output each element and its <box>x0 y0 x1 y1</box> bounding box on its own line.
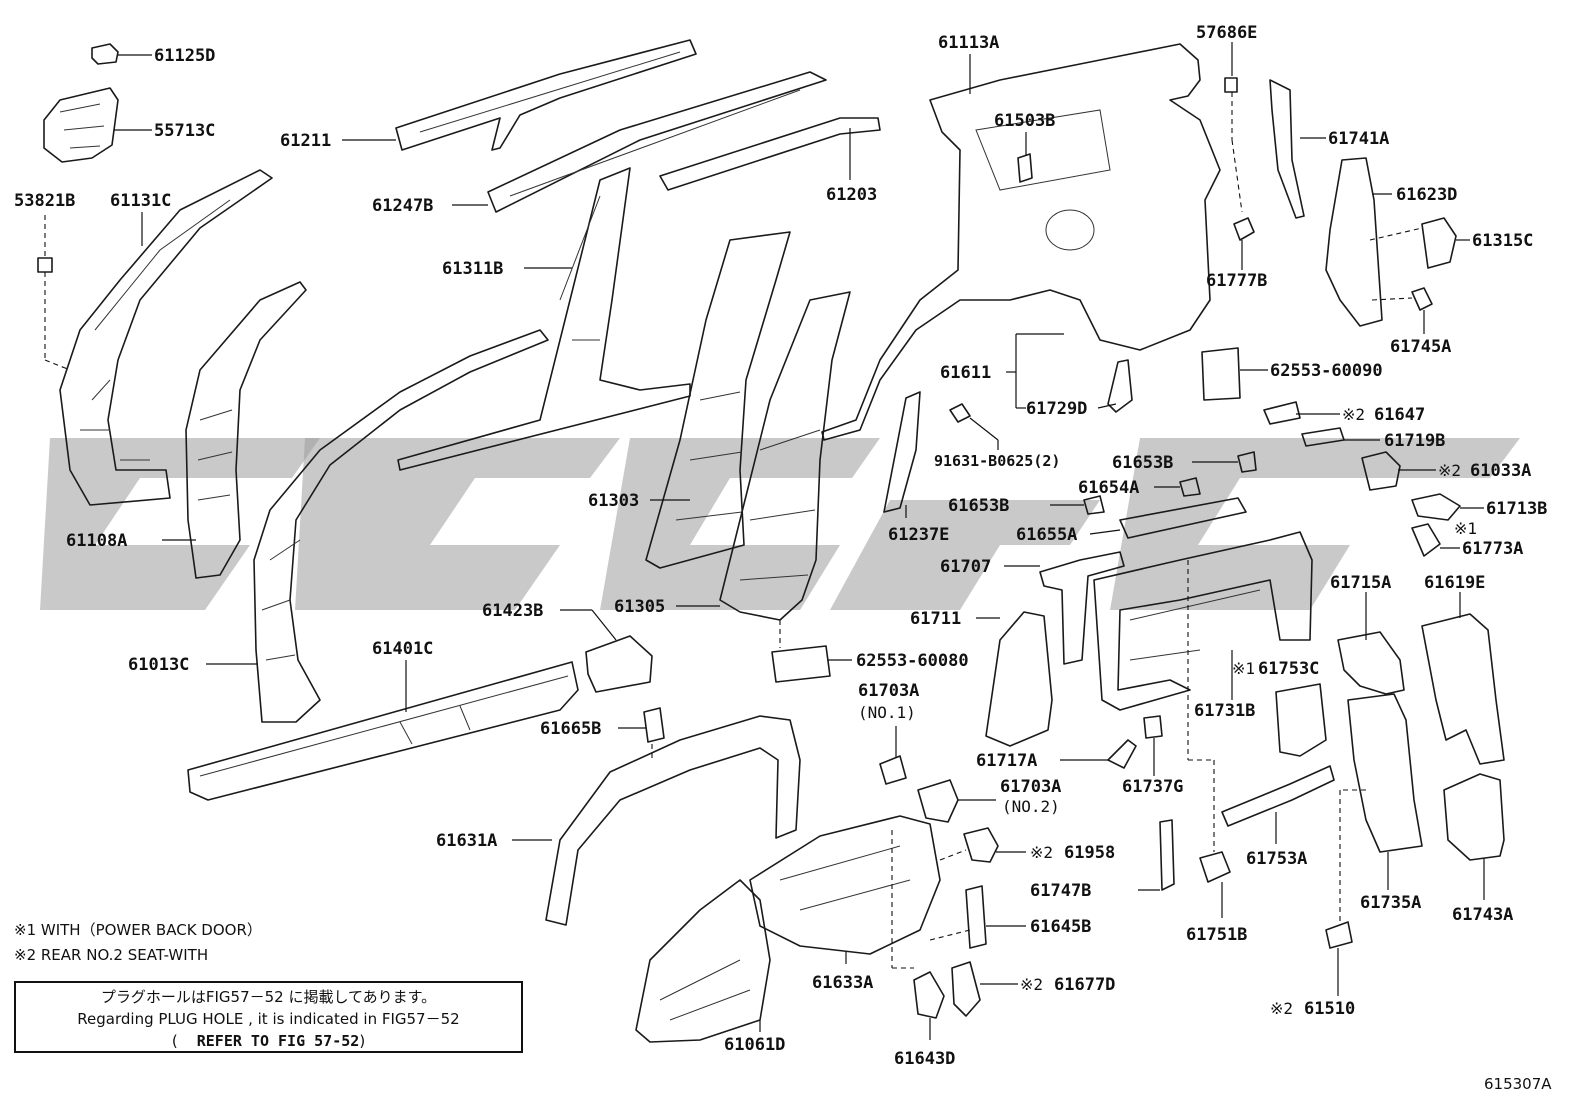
label-61315C: 61315C <box>1472 231 1533 251</box>
label-61731B: 61731B <box>1194 701 1255 721</box>
label-61717A: 61717A <box>976 751 1037 771</box>
refer-close-paren: ) <box>359 1032 366 1050</box>
label-61113A: 61113A <box>938 33 999 53</box>
label-61703A-no1-sub: (NO.1) <box>858 703 916 722</box>
label-55713C: 55713C <box>154 121 215 141</box>
part-drawings <box>37 39 1505 1043</box>
mark-61753C: ※1 <box>1232 659 1255 678</box>
label-61753A: 61753A <box>1246 849 1307 869</box>
label-61703A-no1: 61703A <box>858 681 919 701</box>
plug-hole-note-box: プラグホールはFIG57－52 に掲載してあります。 Regarding PLU… <box>14 981 523 1053</box>
label-61311B: 61311B <box>442 259 503 279</box>
label-61719B: 61719B <box>1384 431 1445 451</box>
label-61711: 61711 <box>910 609 961 629</box>
label-61703A-no2: 61703A <box>1000 777 1061 797</box>
label-61735A: 61735A <box>1360 893 1421 913</box>
label-61211: 61211 <box>280 131 331 151</box>
mark-61958: ※2 <box>1030 843 1053 862</box>
label-61643D: 61643D <box>894 1049 955 1069</box>
footnote-1: ※1 WITH（POWER BACK DOOR） <box>14 921 262 939</box>
label-61061D: 61061D <box>724 1035 785 1055</box>
label-61125D: 61125D <box>154 46 215 66</box>
label-61619E: 61619E <box>1424 573 1485 593</box>
refer-to-fig-text: REFER TO FIG 57-52 <box>196 1032 360 1050</box>
label-61707: 61707 <box>940 557 991 577</box>
label-61737G: 61737G <box>1122 777 1183 797</box>
label-61503B: 61503B <box>994 111 1055 131</box>
watermark <box>40 438 1520 610</box>
label-61741A: 61741A <box>1328 129 1389 149</box>
label-61645B: 61645B <box>1030 917 1091 937</box>
label-61305: 61305 <box>614 597 665 617</box>
mark-61647: ※2 <box>1342 405 1365 424</box>
label-61303: 61303 <box>588 491 639 511</box>
label-61203: 61203 <box>826 185 877 205</box>
label-61753C: 61753C <box>1258 659 1319 679</box>
label-61777B: 61777B <box>1206 271 1267 291</box>
label-61611: 61611 <box>940 363 991 383</box>
label-61743A: 61743A <box>1452 905 1513 925</box>
mark-61510: ※2 <box>1270 999 1293 1018</box>
label-61729D: 61729D <box>1026 399 1087 419</box>
label-61751B: 61751B <box>1186 925 1247 945</box>
mark-61773A: ※1 <box>1454 519 1477 538</box>
label-61747B: 61747B <box>1030 881 1091 901</box>
label-61631A: 61631A <box>436 831 497 851</box>
label-53821B: 53821B <box>14 191 75 211</box>
label-61247B: 61247B <box>372 196 433 216</box>
label-61713B: 61713B <box>1486 499 1547 519</box>
label-91631-B0625: 91631-B0625(2) <box>934 452 1060 470</box>
label-61715A: 61715A <box>1330 573 1391 593</box>
mark-61033A: ※2 <box>1438 461 1461 480</box>
label-62553-60080: 62553-60080 <box>856 651 969 671</box>
part-labels: 61125D 55713C 53821B 61131C 61108A 61211… <box>14 23 1547 1069</box>
label-61958: 61958 <box>1064 843 1115 863</box>
label-61013C: 61013C <box>128 655 189 675</box>
leader-lines <box>44 42 1485 1040</box>
footnote-2: ※2 REAR NO.2 SEAT-WITH <box>14 946 209 964</box>
label-62553-60090: 62553-60090 <box>1270 361 1383 381</box>
footnotes: ※1 WITH（POWER BACK DOOR） ※2 REAR NO.2 SE… <box>14 918 262 968</box>
label-61653B-upper: 61653B <box>1112 453 1173 473</box>
label-61665B: 61665B <box>540 719 601 739</box>
label-61237E: 61237E <box>888 525 949 545</box>
label-61633A: 61633A <box>812 973 873 993</box>
label-61655A: 61655A <box>1016 525 1077 545</box>
label-61623D: 61623D <box>1396 185 1457 205</box>
refer-open-paren: ( <box>171 1032 178 1050</box>
label-61773A: 61773A <box>1462 539 1523 559</box>
label-61677D: 61677D <box>1054 975 1115 995</box>
label-61423B: 61423B <box>482 601 543 621</box>
label-61401C: 61401C <box>372 639 433 659</box>
label-57686E: 57686E <box>1196 23 1257 43</box>
label-61131C: 61131C <box>110 191 171 211</box>
plug-hole-note-en: Regarding PLUG HOLE , it is indicated in… <box>77 1010 460 1028</box>
label-61653B-lower: 61653B <box>948 496 1009 516</box>
plug-hole-note-jp: プラグホールはFIG57－52 に掲載してあります。 <box>100 988 437 1006</box>
figure-id: 615307A <box>1484 1075 1552 1093</box>
plug-hole-refer: ( REFER TO FIG 57-52) <box>16 1030 521 1052</box>
mark-61677D: ※2 <box>1020 975 1043 994</box>
label-61647: 61647 <box>1374 405 1425 425</box>
label-61745A: 61745A <box>1390 337 1451 357</box>
label-61033A: 61033A <box>1470 461 1531 481</box>
label-61703A-no2-sub: (NO.2) <box>1002 797 1060 816</box>
label-61108A: 61108A <box>66 531 127 551</box>
label-61510: 61510 <box>1304 999 1355 1019</box>
label-61654A: 61654A <box>1078 478 1139 498</box>
